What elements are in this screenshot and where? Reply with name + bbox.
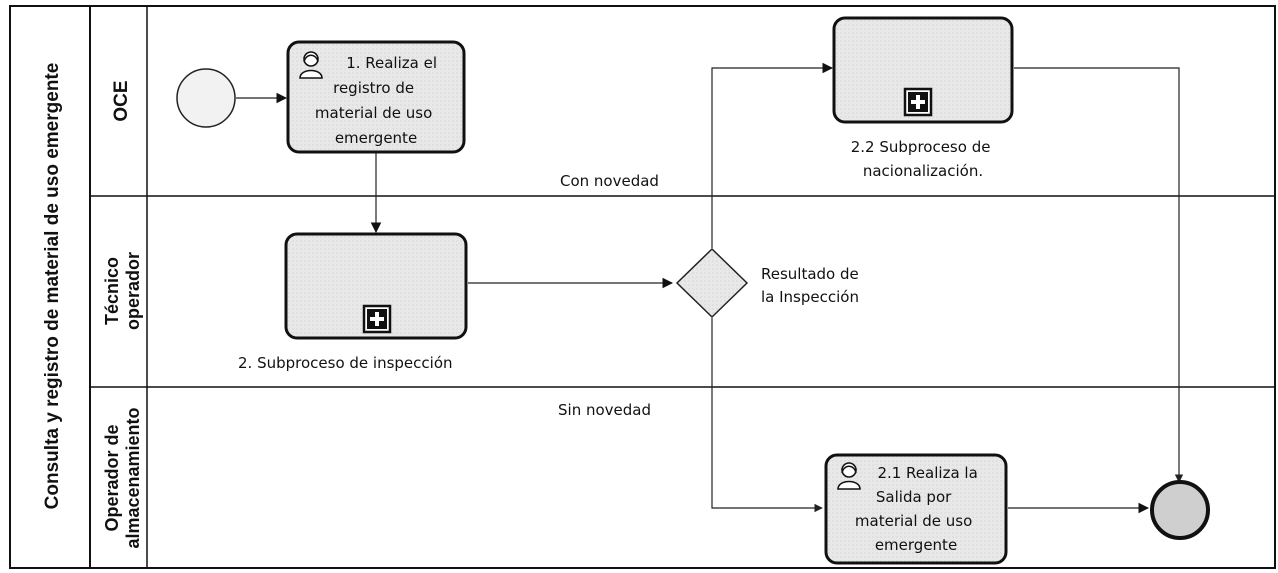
task21-line-1: 2.1 Realiza la — [877, 464, 977, 482]
task1-line-4: emergente — [335, 129, 417, 147]
subprocess-nacionalizacion[interactable] — [832, 16, 1014, 124]
task-registro[interactable]: 1. Realiza el registro de material de us… — [286, 40, 466, 154]
task21-line-2: Salida por — [876, 488, 952, 506]
task1-line-2: registro de — [333, 79, 414, 97]
subprocess-nacionalizacion-caption: 2.2 Subproceso de nacionalización. — [851, 138, 995, 180]
subprocess-inspeccion[interactable] — [284, 232, 468, 340]
svg-text:1. Realiza el registro: 1. Realiza el registro de material de us… — [315, 54, 442, 147]
user-icon — [299, 51, 323, 79]
user-icon — [837, 462, 861, 490]
gateway-resultado[interactable] — [675, 247, 749, 319]
plus-icon — [362, 304, 392, 334]
flow-gateway-to-task21 — [711, 318, 823, 513]
task1-line-1: 1. Realiza el — [346, 54, 437, 72]
plus-icon — [903, 87, 933, 117]
start-event[interactable] — [176, 68, 236, 128]
svg-text:operador: operador — [123, 252, 143, 330]
svg-text:Operador de: Operador de — [102, 424, 122, 531]
flow-label-sin-novedad: Sin novedad — [558, 401, 651, 419]
flow-sub22-to-end — [1014, 67, 1184, 483]
lane-label-tecnico: Técnico operador — [102, 252, 143, 330]
gateway-label: Resultado de la Inspección — [761, 265, 864, 306]
flow-gateway-to-sub22 — [711, 62, 834, 248]
svg-text:almacenamiento: almacenamiento — [123, 407, 143, 548]
task21-line-4: emergente — [875, 536, 957, 554]
end-event[interactable] — [1150, 480, 1210, 540]
lane-label-oce: OCE — [111, 80, 132, 121]
flow-label-con-novedad: Con novedad — [560, 172, 659, 190]
task1-line-3: material de uso — [315, 104, 432, 122]
pool-title: Consulta y registro de material de uso e… — [42, 63, 63, 510]
task-salida[interactable]: 2.1 Realiza la Salida por material de us… — [824, 453, 1008, 565]
svg-text:OCE: OCE — [111, 80, 132, 121]
svg-text:Técnico: Técnico — [102, 257, 122, 325]
task21-line-3: material de uso — [855, 512, 972, 530]
lane-label-operador: Operador de almacenamiento — [102, 407, 143, 548]
svg-text:2.1 Realiza la Salida po: 2.1 Realiza la Salida por material de us… — [855, 464, 983, 554]
subprocess-inspeccion-caption: 2. Subproceso de inspección — [238, 354, 453, 372]
